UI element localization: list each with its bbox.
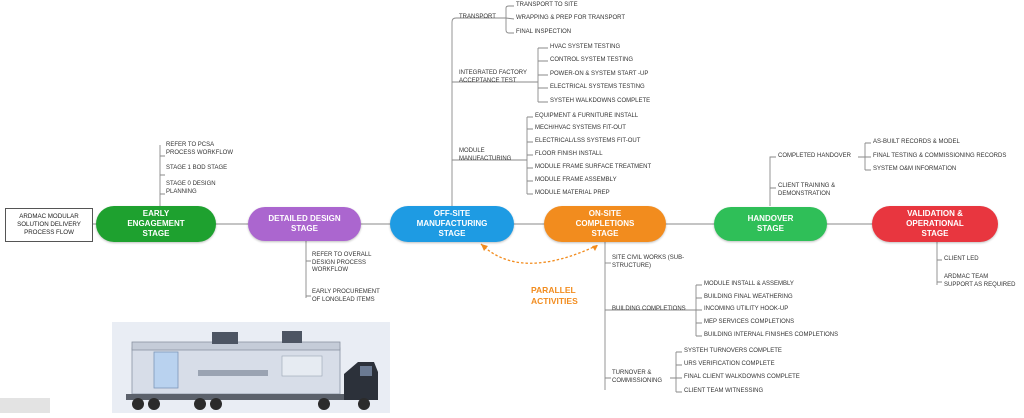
onsite-civil-works: SITE CIVIL WORKS (SUB- STRUCTURE)	[612, 255, 685, 269]
transport-label: TRANSPORT	[459, 14, 496, 20]
stage-onsite-completions: ON-SITE COMPLETIONS STAGE	[544, 206, 666, 242]
ifat-item: CONTROL SYSTEM TESTING	[550, 57, 634, 63]
transport-item: TRANSPORT TO SITE	[516, 2, 578, 8]
ifat-item: POWER-ON & SYSTEM START -UP	[550, 71, 649, 77]
parallel-arrow	[480, 243, 599, 264]
validation-item-team-support: ARDMAC TEAM SUPPORT AS REQUIRED	[944, 274, 1016, 288]
handover-item: AS-BUILT RECORDS & MODEL	[873, 139, 960, 145]
ifat-item: ELECTRICAL SYSTEMS TESTING	[550, 84, 645, 90]
validation-item-client-led: CLIENT LED	[944, 256, 979, 262]
transport-item: WRAPPING & PREP FOR TRANSPORT	[516, 15, 626, 21]
building-item: MEP SERVICES COMPLETIONS	[704, 319, 795, 325]
stage-early-engagement: EARLY ENGAGEMENT STAGE	[96, 206, 216, 242]
validation-branch	[936, 241, 942, 285]
module-item: MECH/HVAC SYSTEMS FIT-OUT	[535, 125, 626, 131]
stage-validation-operational: VALIDATION & OPERATIONAL STAGE	[872, 206, 998, 242]
intro-title-box: ARDMAC MODULAR SOLUTION DELIVERY PROCESS…	[5, 208, 93, 242]
modular-unit-truck-image	[112, 322, 390, 413]
completed-handover-label: COMPLETED HANDOVER	[778, 153, 852, 159]
turnover-item: URS VERIFICATION COMPLETE	[684, 361, 775, 367]
module-item: MODULE FRAME SURFACE TREATMENT	[535, 164, 652, 170]
turnover-branch	[605, 351, 682, 393]
turnover-label: TURNOVER & COMMISSIONING	[612, 370, 663, 384]
client-training-label: CLIENT TRAINING & DEMONSTRATION	[778, 183, 836, 197]
stage-handover: HANDOVER STAGE	[714, 207, 827, 241]
module-item: EQUIPMENT & FURNITURE INSTALL	[535, 113, 639, 119]
ifat-branch	[452, 47, 548, 103]
ifat-item: HVAC SYSTEM TESTING	[550, 44, 621, 50]
building-branch	[605, 284, 702, 337]
parallel-activities-label: PARALLEL ACTIVITIES	[531, 285, 578, 306]
building-item: MODULE INSTALL & ASSEMBLY	[704, 281, 794, 287]
completed-branch	[858, 142, 871, 171]
early-item-stage1: STAGE 1 BOD STAGE	[166, 165, 228, 171]
offsite-trunk	[451, 17, 506, 206]
transport-item: FINAL INSPECTION	[516, 29, 572, 35]
turnover-item: SYSTEH TURNOVERS COMPLETE	[684, 348, 782, 354]
module-label: MODULE MANUFACTURING	[459, 148, 512, 162]
corner-tab	[0, 398, 50, 413]
truck-illustration	[126, 331, 378, 410]
early-item-stage0: STAGE 0 DESIGN PLANNING	[166, 181, 216, 195]
ifat-item: SYSTEH WALKDOWNS COMPLETE	[550, 98, 651, 104]
module-item: ELECTRICAL/LSS SYSTEMS FIT-OUT	[535, 138, 641, 144]
module-item: FLOOR FINISH INSTALL	[535, 151, 603, 157]
turnover-item: CLIENT TEAM WITNESSING	[684, 388, 764, 394]
module-branch	[452, 116, 533, 195]
building-item: BUILDING FINAL WEATHERING	[704, 294, 793, 300]
ifat-label: INTEGRATED FACTORY ACCEPTANCE TEST	[459, 70, 528, 84]
turnover-item: FINAL CLIENT WALKDOWNS COMPLETE	[684, 374, 800, 380]
transport-branch	[505, 5, 515, 34]
handover-item: FINAL TESTING & COMMISSIONING RECORDS	[873, 153, 1007, 159]
design-item-procurement: EARLY PROCUREMENT OF LONGLEAD ITEMS	[312, 289, 380, 303]
early-item-pcsa: REFER TO PCSA PROCESS WORKFLOW	[166, 142, 234, 156]
parallel-arrowhead-right	[592, 245, 598, 251]
building-completions-label: BUILDING COMPLETIONS	[612, 306, 686, 312]
early-branch	[159, 145, 165, 206]
module-item: MODULE MATERIAL PREP	[535, 190, 610, 196]
design-branch	[305, 241, 311, 298]
handover-item: SYSTEM O&M INFORMATION	[873, 166, 957, 172]
parallel-arrowhead-left	[481, 244, 488, 251]
stage-detailed-design: DETAILED DESIGN STAGE	[248, 207, 361, 241]
stage-offsite-manufacturing: OFF-SITE MANUFACTURING STAGE	[390, 206, 514, 242]
building-item: BUILDING INTERNAL FINISHES COMPLETIONS	[704, 332, 839, 338]
module-item: MODULE FRAME ASSEMBLY	[535, 177, 617, 183]
design-item-overall: REFER TO OVERALL DESIGN PROCESS WORKFLOW	[312, 252, 372, 273]
handover-trunk	[769, 156, 776, 206]
building-item: INCOMING UTILITY HOOK-UP	[704, 306, 789, 312]
